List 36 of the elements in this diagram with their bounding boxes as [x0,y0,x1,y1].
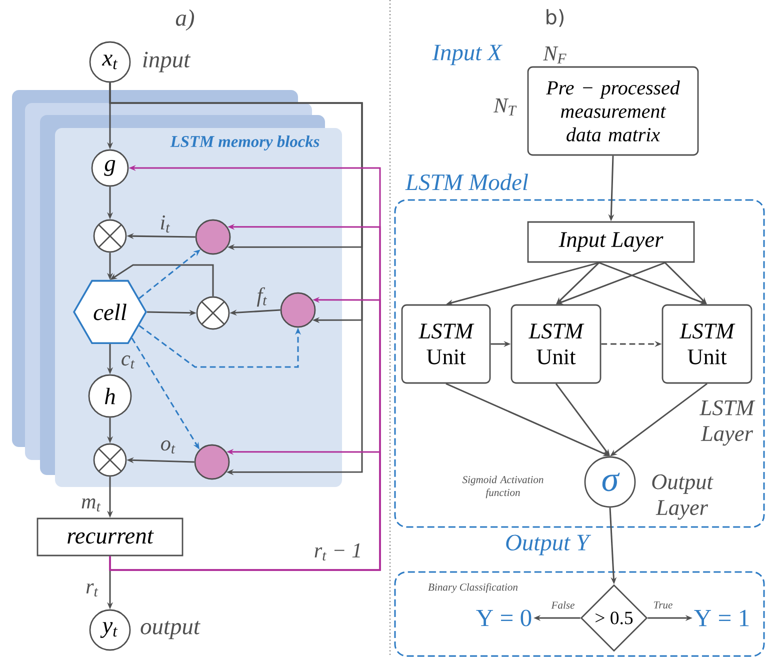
unit-box: LSTM Unit [401,304,491,384]
unit-box: LSTM Unit [510,304,602,384]
process-box: recurrent [36,518,184,556]
edge-label: False [551,601,574,609]
arrow [109,82,363,476]
edge-label: o$_{t}$ [161,440,176,454]
panel-label: b) [546,9,564,27]
section-heading: Output Y [506,534,592,556]
gate-circle [195,219,231,255]
edge-label: True [654,601,672,608]
panel-label: a) [176,9,194,31]
multiply-circle [93,219,127,253]
node-caption: N$_{F}$ [543,46,566,64]
node-caption: LSTM Layer [700,400,756,446]
node-caption: Output Layer [652,474,714,520]
edge-label: c$_{t}$ [122,355,135,369]
result-text: Υ = 0 [476,610,532,626]
node-caption: output [140,620,200,640]
edge-label: f$_{t}$ [256,287,267,307]
data-box: Pre − processed measurement data matrix [527,66,699,156]
edge-label: r$_{t}$ − 1 [314,543,360,561]
edge-label: i$_{t}$ [160,215,170,233]
multiply-circle [196,296,230,330]
node-caption: Sigmoid Activation function [462,476,544,498]
node-caption: input [143,52,191,72]
section-heading: Input X [432,44,503,66]
gate-circle [280,292,316,328]
edge-label: r$_{t}$ [86,583,98,597]
multiply-circle [93,443,127,477]
result-text: Υ = 1 [694,610,749,626]
edge-label: m$_{t}$ [82,498,101,512]
unit-box: LSTM Unit [662,304,752,384]
node-caption: N$_{T}$ [493,98,517,116]
layer-box: Input Layer [527,221,695,263]
gate-circle [194,444,230,480]
node-label: LSTM Model [405,174,528,190]
